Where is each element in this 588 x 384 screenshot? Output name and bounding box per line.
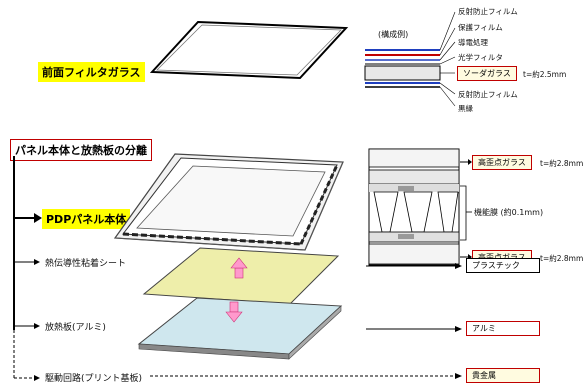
top-glass-label: 高歪点ガラス [472,155,532,170]
thermal-sheet-label: 熱伝導性粘着シート [45,259,127,269]
cross-section-leaders [460,159,472,260]
pdp-panel-title: PDPパネル本体 [42,209,131,229]
layer-antireflection-bottom: 反射防止フィルム [458,90,518,99]
aluminum-plate-drawing [137,297,343,360]
thermal-sheet-drawing [142,247,340,305]
drive-circuit-label: 駆動回路(プリント基板) [45,374,143,384]
pdp-panel-drawing [113,153,344,251]
functional-film-label: 機能膜 (約0.1mm) [474,208,544,217]
material-arrows [150,263,462,379]
aluminum-material-box: アルミ [466,321,540,336]
filter-layer-stack [364,11,456,107]
plastic-material-box: プラスチック [466,258,540,273]
separation-title: パネル本体と放熱板の分離 [10,139,152,161]
front-filter-title: 前面フィルタガラス [38,62,145,82]
soda-glass-thickness: t=約2.5mm [523,70,567,79]
layer-black-border: 黒縁 [458,104,473,113]
front-filter-glass-drawing [150,20,349,80]
composition-example-label: (構成例) [378,30,409,39]
heat-sink-label: 放熱板(アルミ) [45,323,106,333]
layer-conductive-treatment: 導電処理 [458,38,488,47]
top-glass-thickness: t=約2.8mm [540,159,584,168]
layer-antireflection-top: 反射防止フィルム [458,7,518,16]
component-tree-lines [13,156,42,381]
layer-optical-filter: 光学フィルタ [458,53,503,62]
soda-glass-label: ソーダガラス [457,66,517,81]
layer-protective-film: 保護フィルム [458,23,503,32]
panel-cross-section [368,148,460,266]
bottom-glass-thickness: t=約2.8mm [540,254,584,263]
